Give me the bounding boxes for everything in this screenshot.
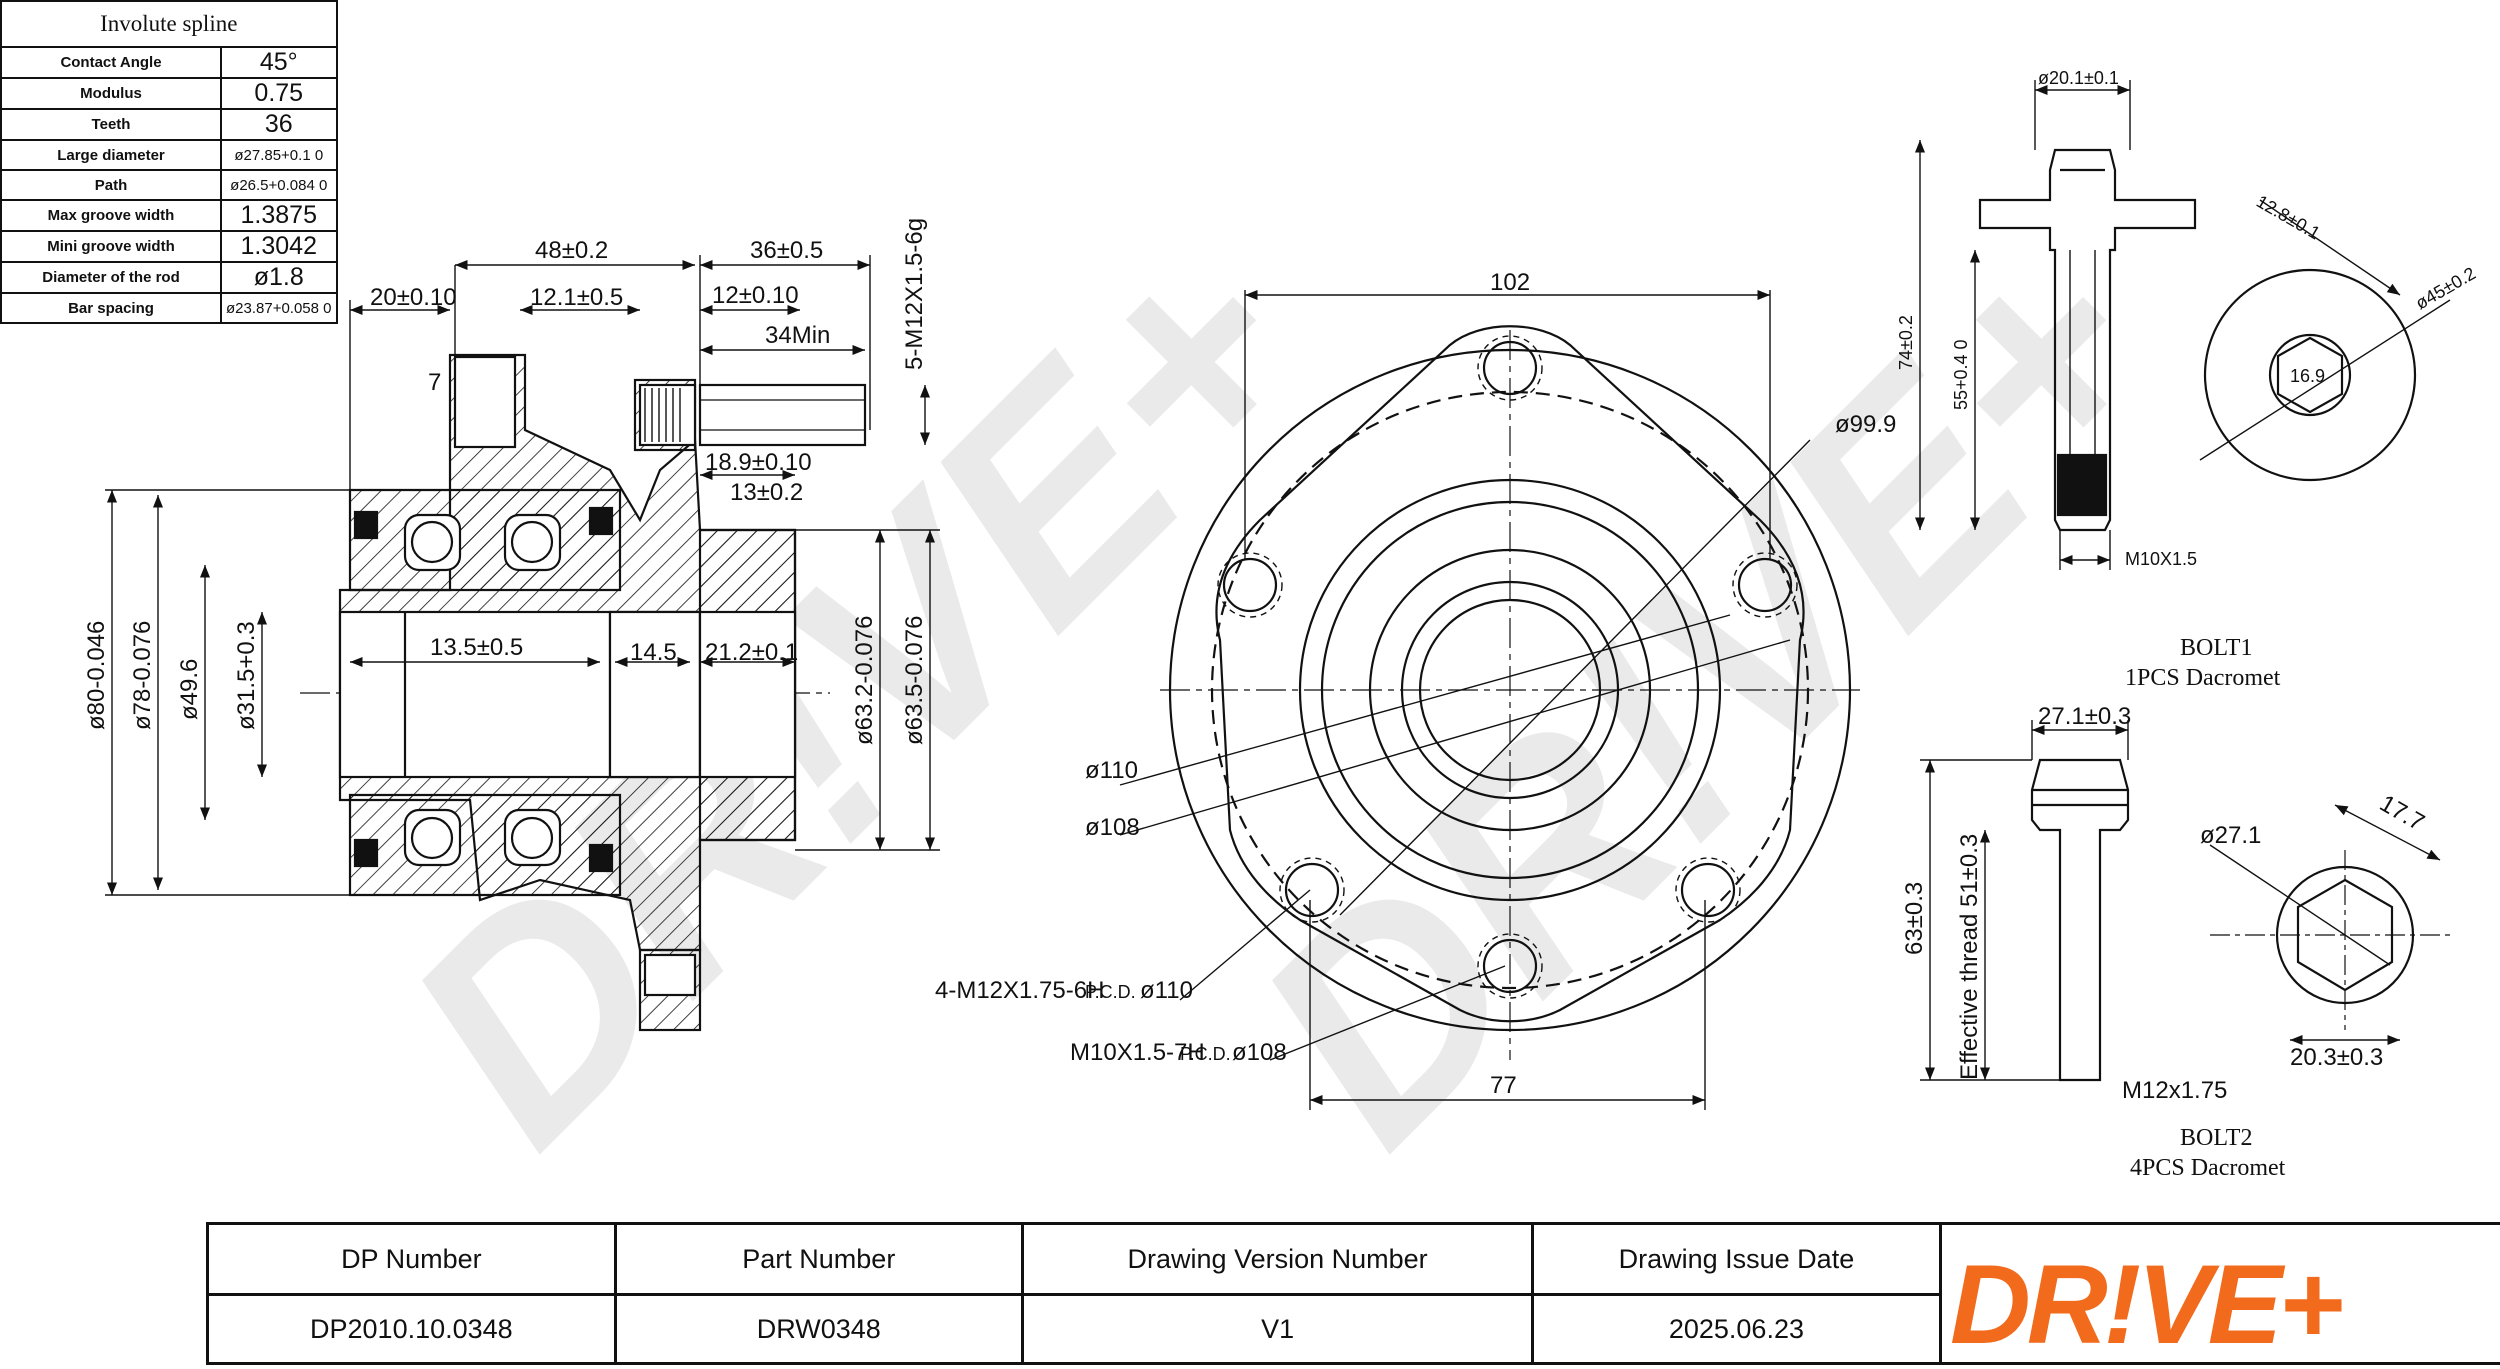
spline-label: Bar spacing <box>0 292 222 324</box>
bolt1-desc: 1PCS Dacromet <box>2125 665 2281 691</box>
dim-bolt1-74: 74±0.2 <box>1896 315 1916 370</box>
dim-bolt2-eff: Effective thread 51±0.3 <box>1956 834 1983 1080</box>
bolt1-name: BOLT1 <box>2180 635 2252 661</box>
dim-12-1: 12.1±0.5 <box>530 284 623 311</box>
spline-label: Teeth <box>0 108 222 141</box>
dim-phi49-6: ø49.6 <box>176 659 203 720</box>
title-block-header: Part Number <box>613 1222 1024 1296</box>
pcd-label-1: P.C.D. <box>1085 982 1136 1002</box>
title-block-header: DP Number <box>206 1222 617 1296</box>
dim-102: 102 <box>1490 269 1530 296</box>
bolt2-drawing <box>2030 758 2450 1082</box>
dim-bolt1-55: 55+0.4 0 <box>1951 339 1971 410</box>
spline-value: ø26.5+0.084 0 <box>220 169 338 201</box>
dim-34min: 34Min <box>765 322 830 349</box>
dp-number: DP2010.10.0348 <box>206 1293 617 1365</box>
dim-7: 7 <box>428 369 441 396</box>
title-block-header: Drawing Issue Date <box>1531 1222 1942 1296</box>
dim-bolt1-m10: M10X1.5 <box>2125 549 2197 569</box>
dim-bolt2-63: 63±0.3 <box>1901 882 1928 955</box>
dim-bolt2-m12: M12x1.75 <box>2122 1077 2227 1104</box>
issue-date: 2025.06.23 <box>1531 1293 1942 1365</box>
dim-bolt1-12-8: 12.8±0.1 <box>2253 191 2324 243</box>
dim-13: 13±0.2 <box>730 479 803 506</box>
spline-label: Modulus <box>0 77 222 110</box>
dim-36: 36±0.5 <box>750 237 823 264</box>
dim-48: 48±0.2 <box>535 237 608 264</box>
dim-phi63-5: ø63.5-0.076 <box>901 616 928 745</box>
dim-77: 77 <box>1490 1072 1517 1099</box>
dim-bolt2-phi27-1: ø27.1 <box>2200 822 2261 849</box>
spline-label: Max groove width <box>0 199 222 232</box>
dim-14-5: 14.5 <box>630 639 677 666</box>
spline-table-title: Involute spline <box>0 0 338 48</box>
bolt1-drawing <box>1978 148 2417 532</box>
part-number: DRW0348 <box>613 1293 1024 1365</box>
pcd-value-2: ø108 <box>1232 1039 1287 1066</box>
spline-label: Mini groove width <box>0 230 222 263</box>
dim-phi110: ø110 <box>1085 757 1138 784</box>
dim-12: 12±0.10 <box>712 282 799 309</box>
dim-phi31-5: ø31.5+0.3 <box>233 621 260 730</box>
spline-value: ø23.87+0.058 0 <box>220 292 338 324</box>
drawing-version: V1 <box>1020 1293 1535 1365</box>
dim-bolt1-d20-1: ø20.1±0.1 <box>2038 68 2119 88</box>
logo-cell <box>1938 1222 2500 1365</box>
dim-18-9: 18.9±0.10 <box>705 449 812 476</box>
spline-value: ø1.8 <box>220 261 338 294</box>
dim-phi99-9: ø99.9 <box>1835 411 1896 438</box>
dim-bolt1-16-9: 16.9 <box>2290 366 2325 386</box>
dim-thread: 5-M12X1.5-6g <box>901 218 928 370</box>
bolt2-desc: 4PCS Dacromet <box>2130 1155 2286 1181</box>
dim-phi78: ø78-0.076 <box>129 621 156 730</box>
front-view <box>1160 325 1860 1060</box>
spline-label: Large diameter <box>0 139 222 171</box>
dim-phi80: ø80-0.046 <box>83 621 110 730</box>
spline-value: 45° <box>220 46 338 79</box>
drive-logo: DR!VE+ <box>1950 1242 2344 1367</box>
title-block: DP Number Part Number Drawing Version Nu… <box>206 1222 2500 1365</box>
spline-value: ø27.85+0.1 0 <box>220 139 338 171</box>
spline-value: 0.75 <box>220 77 338 110</box>
bolt2-name: BOLT2 <box>2180 1125 2252 1151</box>
spline-value: 1.3875 <box>220 199 338 232</box>
dim-bolt2-20-3: 20.3±0.3 <box>2290 1044 2383 1071</box>
dimension-labels: 48±0.2 36±0.5 20±0.10 12.1±0.5 12±0.10 3… <box>83 68 2479 1181</box>
dim-bolt2-27-1: 27.1±0.3 <box>2038 703 2131 730</box>
dim-phi63-2: ø63.2-0.076 <box>851 616 878 745</box>
dim-20: 20±0.10 <box>370 284 457 311</box>
spline-label: Path <box>0 169 222 201</box>
spline-value: 1.3042 <box>220 230 338 263</box>
dim-bolt1-phi45: ø45±0.2 <box>2412 263 2479 313</box>
spline-label: Contact Angle <box>0 46 222 79</box>
dim-13-5: 13.5±0.5 <box>430 634 523 661</box>
title-block-header: Drawing Version Number <box>1020 1222 1535 1296</box>
dimension-lines <box>105 80 2451 1110</box>
dim-phi108: ø108 <box>1085 814 1140 841</box>
hole-spec-2: M10X1.5-7H <box>1070 1039 1205 1066</box>
dim-21-2: 21.2±0.1 <box>705 639 798 666</box>
spline-value: 36 <box>220 108 338 141</box>
spline-label: Diameter of the rod <box>0 261 222 294</box>
pcd-value-1: ø110 <box>1140 977 1193 1004</box>
hole-spec-1: 4-M12X1.75-6H <box>935 977 1104 1004</box>
pcd-label-2: P.C.D. <box>1180 1044 1231 1064</box>
side-section-view <box>300 353 867 1032</box>
